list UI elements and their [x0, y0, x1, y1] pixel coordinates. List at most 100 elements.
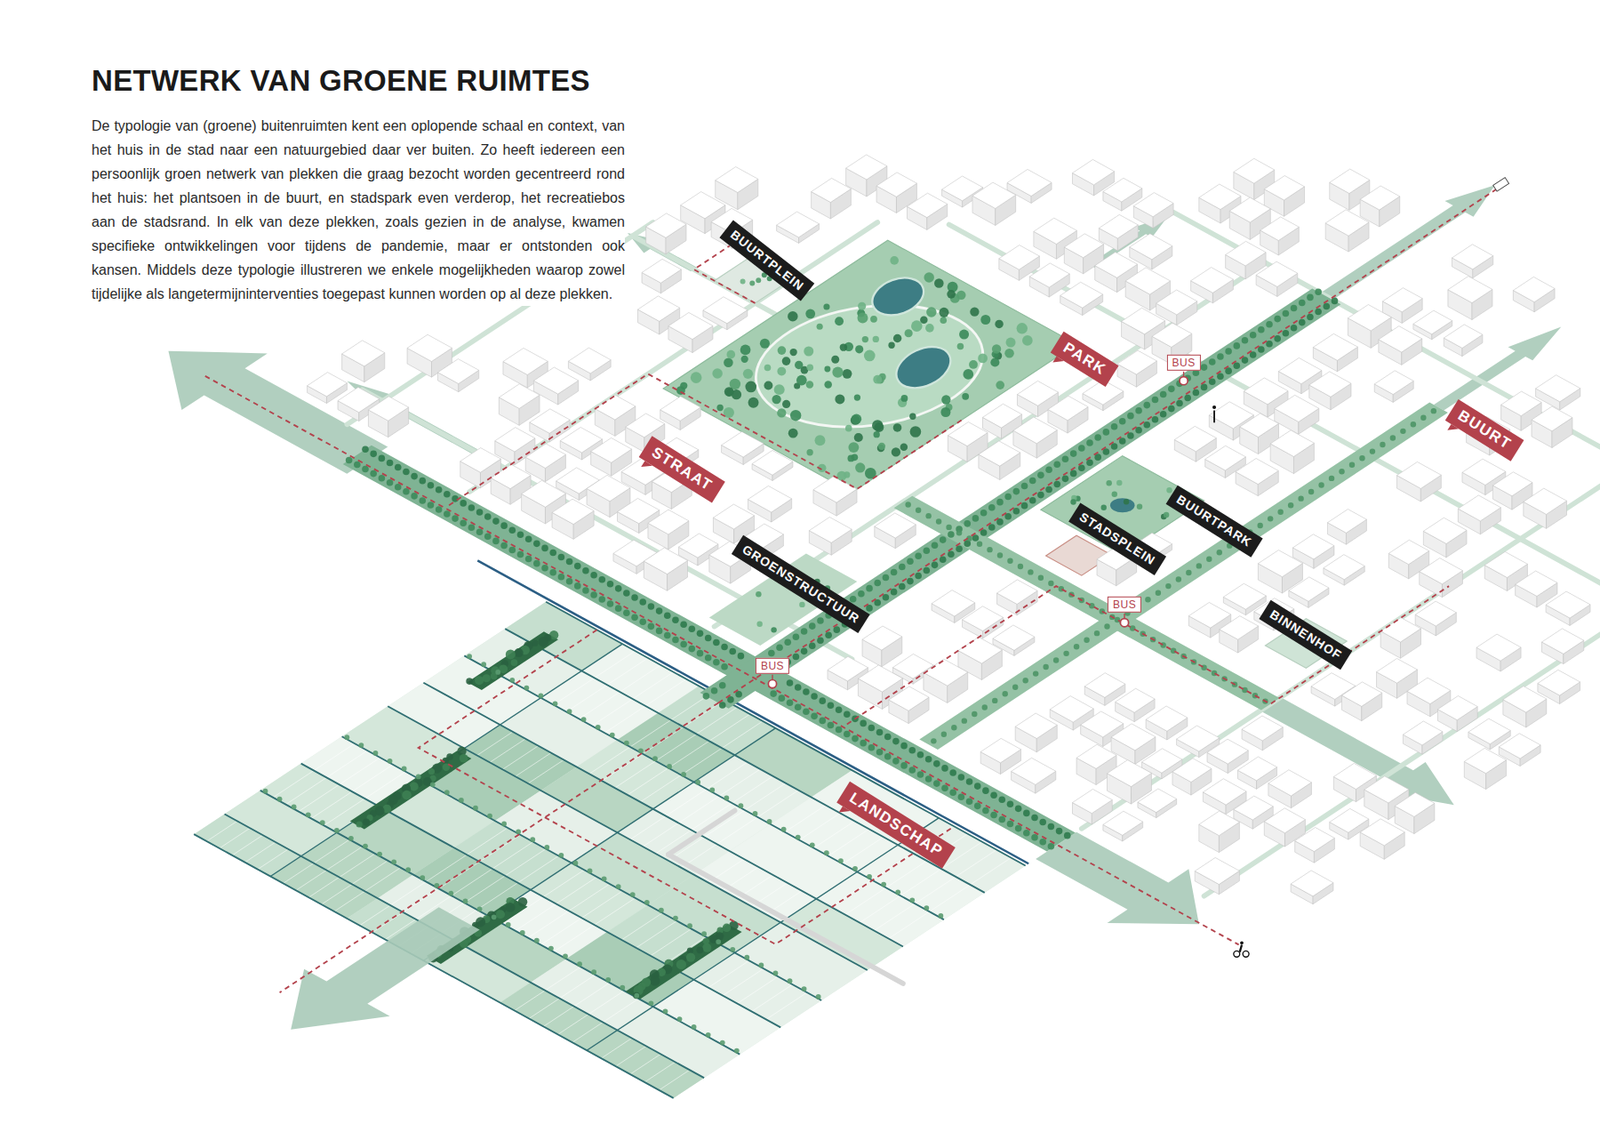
- crop-row: [709, 713, 751, 741]
- tree: [615, 604, 623, 612]
- building-roof: [1515, 570, 1558, 596]
- tree: [759, 962, 765, 968]
- tree: [873, 599, 881, 607]
- tree: [872, 419, 883, 431]
- building-roof: [1048, 395, 1088, 420]
- city-park: [663, 240, 1077, 493]
- tree: [1257, 345, 1265, 353]
- tree: [808, 622, 816, 630]
- tree: [1022, 677, 1028, 683]
- tree: [495, 669, 501, 675]
- tree: [882, 593, 890, 601]
- tree: [866, 873, 872, 880]
- tree: [806, 380, 814, 388]
- tree: [458, 797, 464, 803]
- cyclist-icon: [1240, 944, 1242, 952]
- tree: [938, 307, 949, 318]
- tree: [719, 701, 727, 709]
- crop-row: [621, 912, 663, 940]
- ditch: [423, 682, 904, 947]
- tree: [799, 601, 805, 608]
- tree: [1042, 664, 1048, 670]
- building-roof: [1342, 681, 1383, 706]
- pond: [889, 338, 958, 397]
- building-roof: [525, 443, 566, 468]
- tag-label: PARK: [1059, 338, 1110, 379]
- tree: [977, 353, 988, 364]
- tree: [1053, 460, 1061, 468]
- crop-row: [553, 677, 595, 704]
- tree: [923, 904, 929, 911]
- tree: [923, 567, 931, 575]
- tree: [533, 560, 541, 568]
- tree: [705, 1032, 712, 1038]
- tree: [933, 760, 941, 768]
- tree: [1318, 481, 1324, 488]
- tree: [548, 945, 554, 952]
- tree: [720, 663, 728, 671]
- tree: [687, 922, 693, 928]
- tree: [723, 357, 734, 368]
- tree: [1216, 549, 1223, 555]
- crop-row: [502, 896, 544, 924]
- tree: [334, 827, 340, 833]
- bus-icon: [1493, 177, 1510, 192]
- crop-row: [588, 990, 624, 1015]
- tree: [1298, 319, 1306, 327]
- tree: [704, 654, 712, 662]
- tree: [888, 342, 895, 349]
- tree: [806, 448, 813, 456]
- tree: [854, 393, 861, 400]
- tree: [914, 572, 922, 580]
- crop-row: [872, 852, 913, 880]
- tree: [534, 937, 540, 944]
- tree: [401, 766, 408, 772]
- crop-row: [615, 760, 656, 788]
- tree: [994, 320, 1003, 328]
- tree: [906, 577, 914, 585]
- building-roof: [1457, 495, 1501, 521]
- tree: [958, 773, 966, 781]
- building-roof: [1268, 769, 1312, 796]
- tree: [982, 704, 988, 710]
- tree: [834, 393, 845, 404]
- tree: [427, 481, 435, 489]
- tree: [734, 1048, 740, 1054]
- tree: [936, 518, 942, 524]
- building-roof: [1107, 760, 1152, 787]
- building-roof: [1323, 554, 1365, 580]
- tree: [1249, 351, 1257, 359]
- tree: [410, 472, 418, 480]
- bus-stop-pin: [1179, 376, 1188, 385]
- building-roof: [407, 334, 452, 361]
- tree: [712, 658, 720, 666]
- tree: [1094, 453, 1102, 461]
- building-roof: [529, 408, 570, 433]
- tree: [1119, 437, 1127, 445]
- tag-label: BUS: [1112, 597, 1136, 610]
- tree: [972, 514, 980, 522]
- scale-tag: PARK: [1050, 331, 1120, 388]
- tree: [644, 899, 650, 905]
- tree: [599, 595, 607, 603]
- building-roof: [1448, 276, 1493, 304]
- tree: [880, 881, 887, 888]
- crop-row: [543, 1006, 574, 1027]
- tree: [356, 820, 363, 827]
- tree: [1015, 805, 1023, 813]
- tree: [884, 733, 892, 741]
- tree: [782, 400, 791, 408]
- building-roof: [1523, 488, 1568, 514]
- tree: [808, 641, 816, 649]
- tree: [959, 329, 969, 340]
- tree: [988, 523, 996, 531]
- tree: [773, 970, 779, 976]
- tree: [1086, 458, 1094, 466]
- tree: [892, 737, 900, 745]
- tree: [444, 789, 450, 795]
- crop-row: [574, 982, 610, 1007]
- building-roof: [1531, 406, 1573, 432]
- tree: [990, 357, 1000, 367]
- tree: [362, 818, 370, 826]
- tree: [658, 907, 664, 913]
